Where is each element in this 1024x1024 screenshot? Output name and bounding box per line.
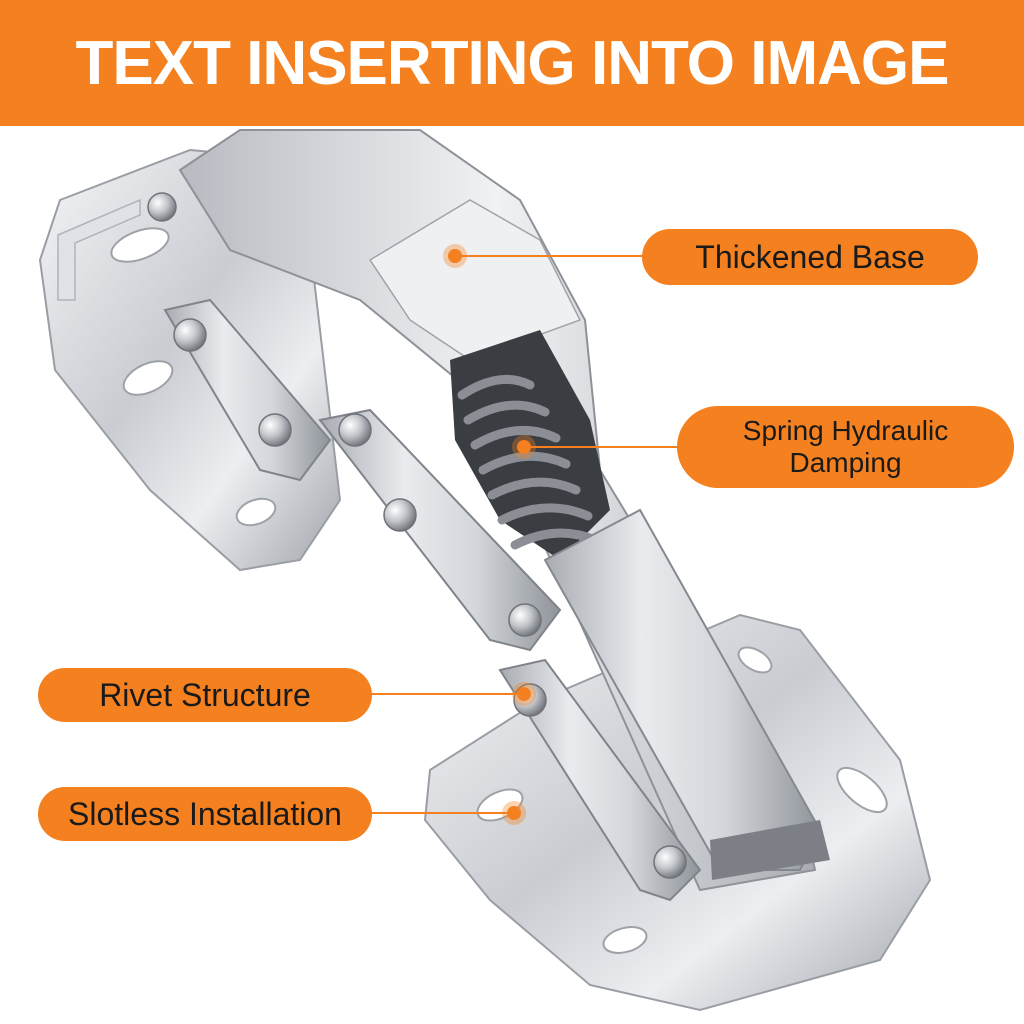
thickened-base-leader	[462, 255, 644, 257]
rivets	[147, 192, 687, 879]
spring-leader	[531, 446, 679, 448]
rivet-structure-label: Rivet Structure	[38, 668, 372, 722]
spring-hydraulic-label: Spring Hydraulic Damping	[677, 406, 1014, 488]
linkage-lower	[498, 658, 702, 902]
banner-title: TEXT INSERTING INTO IMAGE	[75, 28, 950, 98]
slotless-marker	[507, 806, 521, 820]
slotless-leader	[372, 812, 508, 814]
thickened-base-text: Thickened Base	[695, 238, 925, 275]
hinge-illustration	[38, 129, 932, 1012]
thickened-base-marker	[448, 249, 462, 263]
spring-line2-text: Damping	[789, 447, 902, 478]
slotless-installation-text: Slotless Installation	[68, 795, 342, 832]
slotless-installation-label: Slotless Installation	[38, 787, 372, 841]
linkage-middle	[318, 408, 562, 652]
thickened-base-label: Thickened Base	[642, 229, 978, 285]
rivet-marker	[517, 687, 531, 701]
rivet-structure-text: Rivet Structure	[99, 676, 311, 713]
spring-marker	[517, 440, 531, 454]
rivet-leader	[372, 693, 520, 695]
title-banner: TEXT INSERTING INTO IMAGE	[0, 0, 1024, 126]
spring	[457, 374, 600, 550]
spring-line1-text: Spring Hydraulic	[742, 415, 949, 446]
